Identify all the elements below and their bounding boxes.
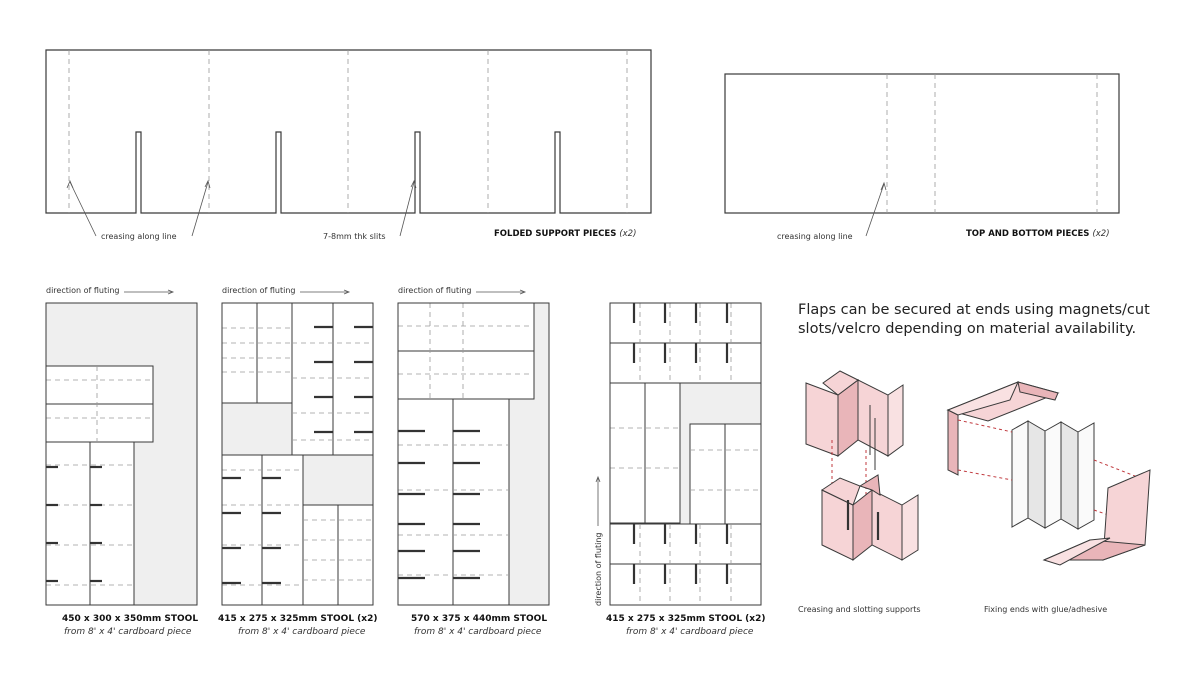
note-line-2: slots/velcro depending on material avail… bbox=[798, 321, 1136, 337]
folded-title: FOLDED SUPPORT PIECES(x2) bbox=[494, 229, 636, 239]
fluting-label-4: direction of fluting bbox=[594, 533, 603, 606]
sheet-3-sub: from 8' x 4' cardboard piece bbox=[414, 627, 542, 637]
sheet-3: 570 x 375 x 440mm STOOL from 8' x 4' car… bbox=[397, 302, 550, 637]
sheet-1: 450 x 300 x 350mm STOOL from 8' x 4' car… bbox=[45, 302, 198, 637]
slits-label: 7-8mm thk slits bbox=[323, 232, 386, 241]
sheet-2-title: 415 x 275 x 325mm STOOL (x2) bbox=[218, 614, 377, 624]
folded-support-pieces: creasing along line 7-8mm thk slits FOLD… bbox=[45, 49, 652, 241]
illustration-fixing: Fixing ends with glue/adhesive bbox=[946, 381, 1151, 614]
illustration-slotting: Creasing and slotting supports bbox=[798, 370, 921, 614]
fluting-label-1: direction of fluting bbox=[46, 286, 119, 295]
sheet-2-sub: from 8' x 4' cardboard piece bbox=[238, 627, 366, 637]
fluting-label-3: direction of fluting bbox=[398, 286, 471, 295]
crease-label: creasing along line bbox=[101, 232, 177, 241]
crease-label-2: creasing along line bbox=[777, 232, 853, 241]
sheet-1-title: 450 x 300 x 350mm STOOL bbox=[62, 614, 198, 624]
caption-left: Creasing and slotting supports bbox=[798, 605, 921, 614]
sheet-4-title: 415 x 275 x 325mm STOOL (x2) bbox=[606, 614, 765, 624]
sheet-4-sub: from 8' x 4' cardboard piece bbox=[626, 627, 754, 637]
topbottom-title: TOP AND BOTTOM PIECES(x2) bbox=[966, 229, 1110, 239]
sheet-3-title: 570 x 375 x 440mm STOOL bbox=[411, 614, 547, 624]
fluting-labels: direction of fluting direction of flutin… bbox=[46, 286, 603, 606]
sheet-2: 415 x 275 x 325mm STOOL (x2) from 8' x 4… bbox=[218, 302, 377, 637]
caption-right: Fixing ends with glue/adhesive bbox=[984, 605, 1107, 614]
top-bottom-pieces: creasing along line TOP AND BOTTOM PIECE… bbox=[724, 73, 1120, 241]
fluting-label-2: direction of fluting bbox=[222, 286, 295, 295]
sheet-4: 415 x 275 x 325mm STOOL (x2) from 8' x 4… bbox=[606, 302, 765, 637]
sheet-1-sub: from 8' x 4' cardboard piece bbox=[64, 627, 192, 637]
note-line-1: Flaps can be secured at ends using magne… bbox=[798, 302, 1150, 318]
